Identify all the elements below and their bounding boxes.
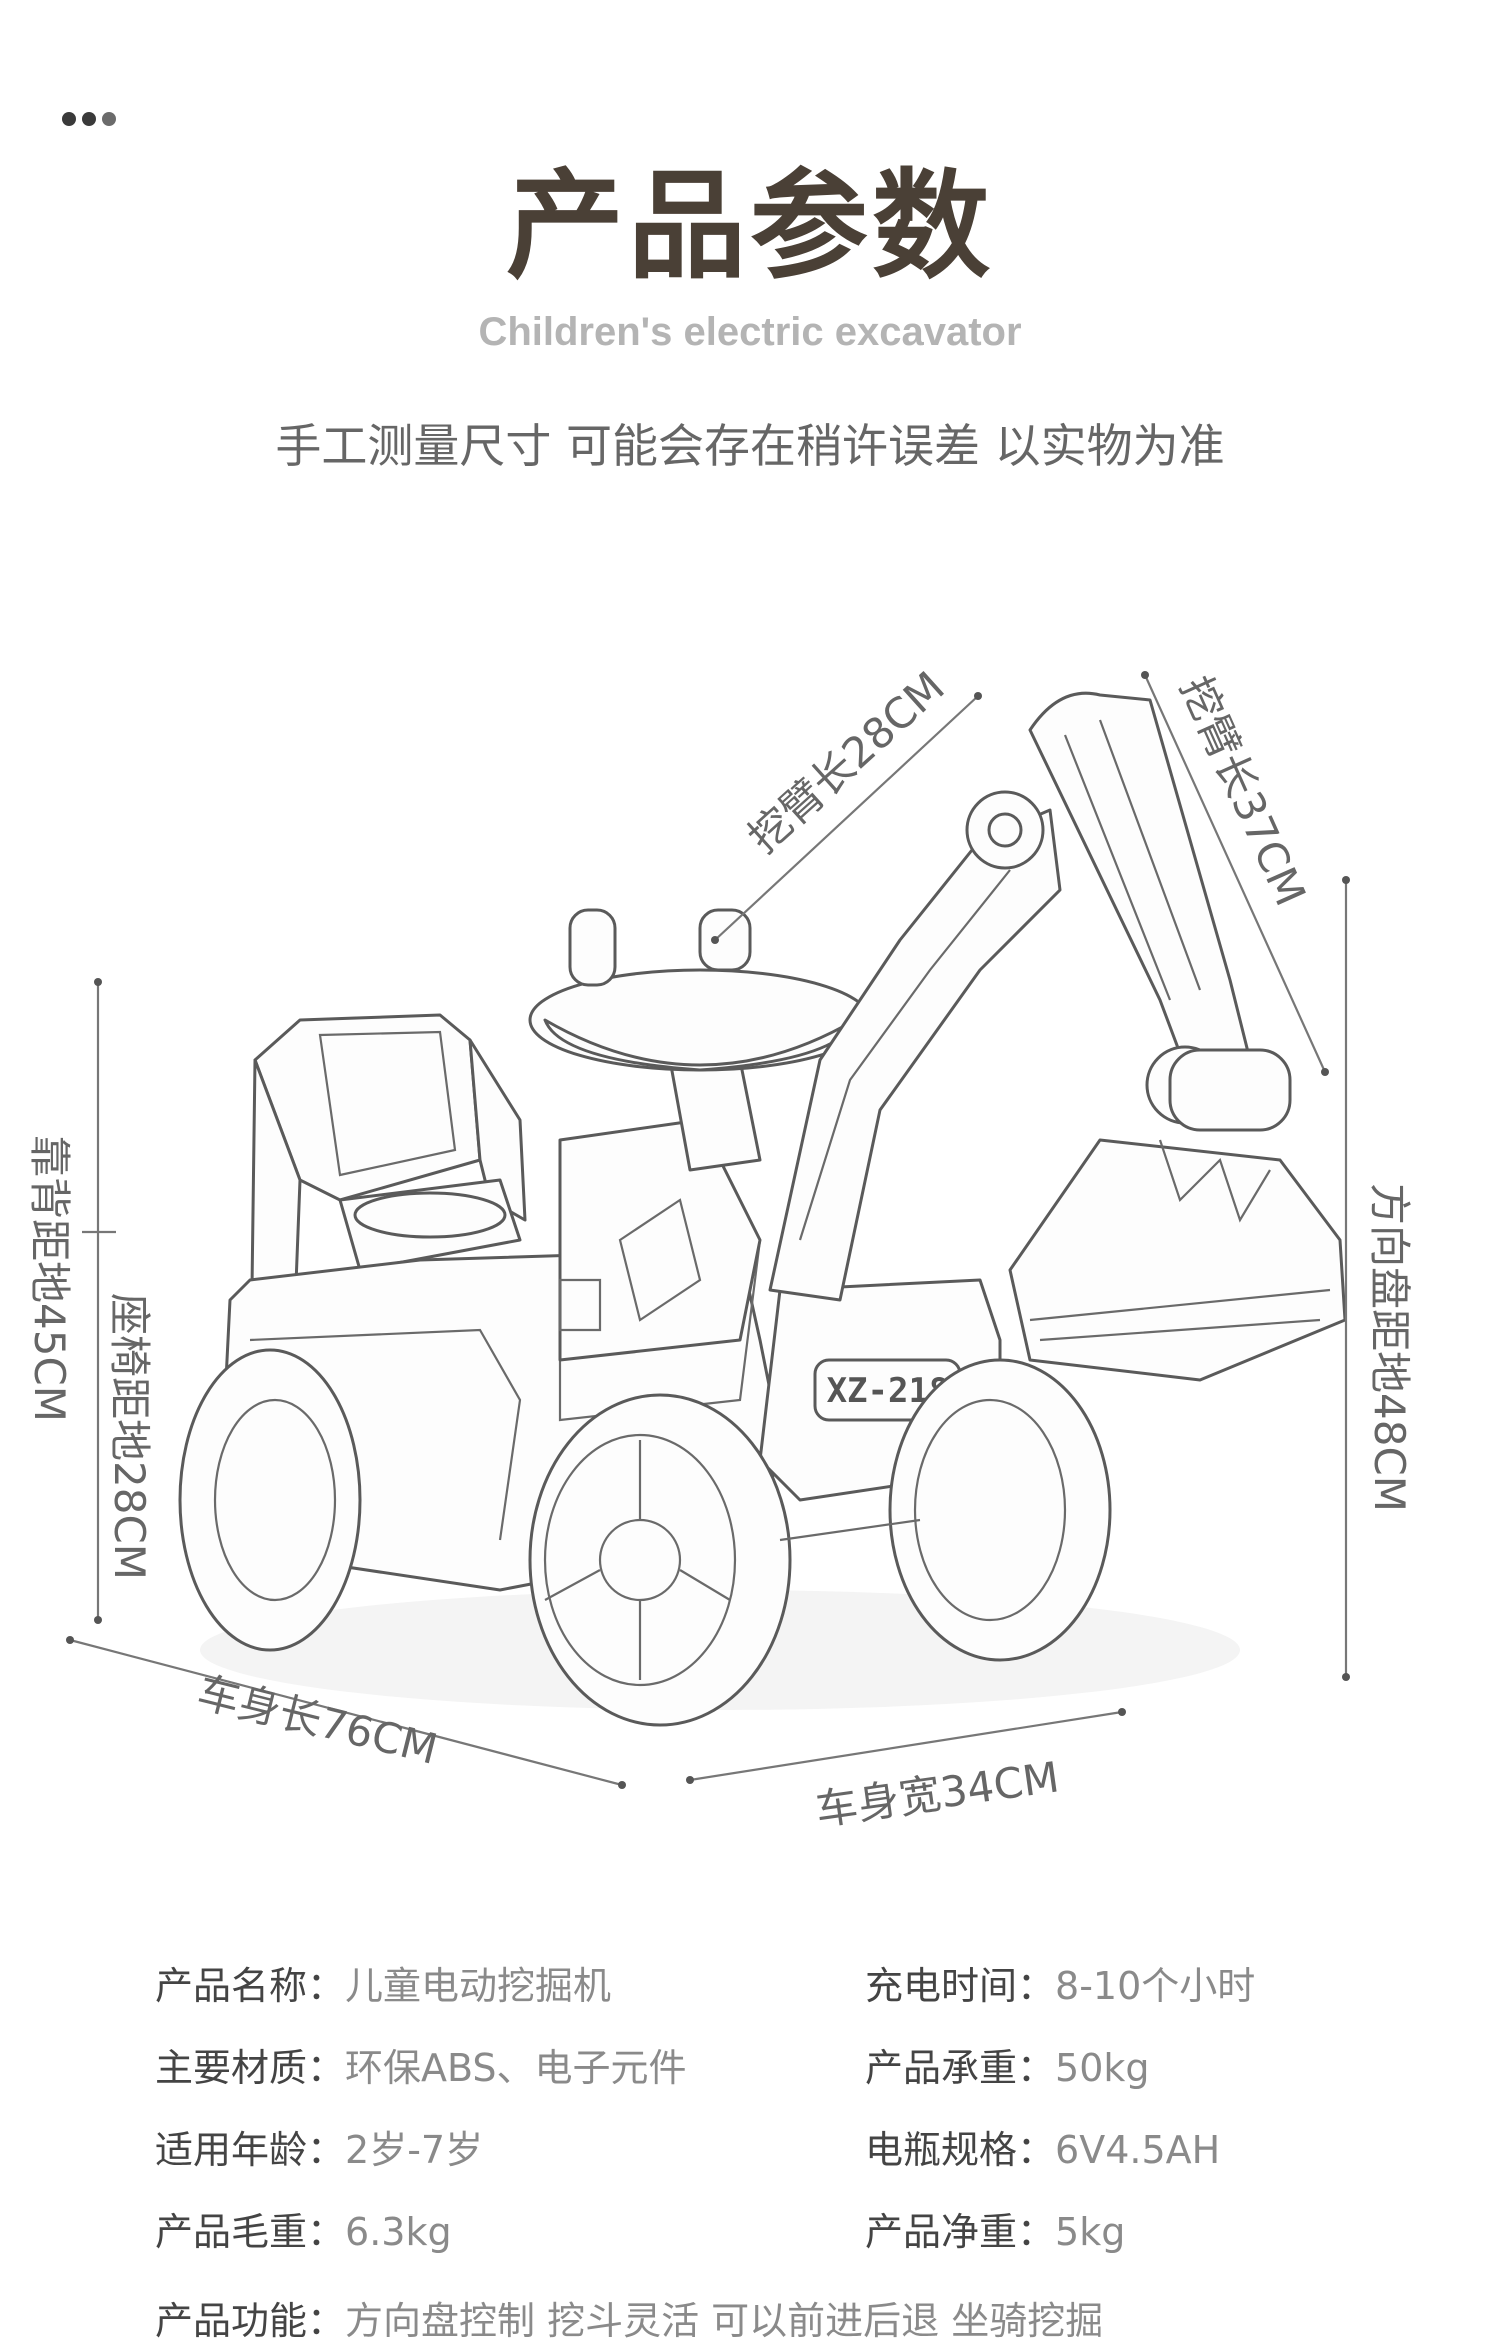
spec-item: 产品承重：50kg [865, 2042, 1405, 2094]
spec-key: 充电时间： [865, 1964, 1056, 2008]
spec-item: 产品名称：儿童电动挖掘机 [155, 1960, 865, 2012]
spec-key: 产品净重： [865, 2210, 1056, 2254]
measurement-notice: 手工测量尺寸 可能会存在稍许误差 以实物为准 [275, 419, 1225, 473]
spec-key: 产品名称： [155, 1964, 346, 2008]
spec-item: 产品净重：5kg [865, 2206, 1405, 2258]
dim-label-arm-28: 挖臂长28CM [739, 662, 954, 862]
spec-value: 方向盘控制 挖斗灵活 可以前进后退 坐骑挖掘 [345, 2299, 1104, 2343]
spec-table: 产品名称：儿童电动挖掘机 充电时间：8-10个小时 主要材质：环保ABS、电子元… [155, 1960, 1405, 2258]
spec-value: 5kg [1055, 2210, 1126, 2254]
spec-value: 环保ABS、电子元件 [345, 2046, 687, 2090]
spec-value: 6V4.5AH [1055, 2128, 1221, 2172]
spec-item: 充电时间：8-10个小时 [865, 1960, 1405, 2012]
spec-item: 电瓶规格：6V4.5AH [865, 2124, 1405, 2176]
spec-value: 6.3kg [345, 2210, 452, 2254]
english-subtitle: Children's electric excavator [478, 310, 1022, 354]
spec-key: 适用年龄： [155, 2128, 346, 2172]
spec-value: 儿童电动挖掘机 [345, 1964, 612, 2008]
spec-key: 产品毛重： [155, 2210, 346, 2254]
spec-key: 产品承重： [865, 2046, 1056, 2090]
dim-label-steering: 方向盘距地48CM [1365, 1183, 1414, 1512]
spec-item: 适用年龄：2岁-7岁 [155, 2124, 865, 2176]
spec-key: 电瓶规格： [865, 2128, 1056, 2172]
dim-label-seat: 座椅距地28CM [105, 1293, 154, 1580]
dim-label-backrest: 靠背距地45CM [25, 1135, 74, 1422]
dot [102, 112, 116, 126]
dot [62, 112, 76, 126]
spec-item: 主要材质：环保ABS、电子元件 [155, 2042, 865, 2094]
spec-value: 8-10个小时 [1055, 1964, 1256, 2008]
dot [82, 112, 96, 126]
spec-item-cutoff: 产品功能：方向盘控制 挖斗灵活 可以前进后退 坐骑挖掘 [155, 2290, 1103, 2345]
excavator-drawing: XZ-218 [178, 691, 1347, 1727]
dim-label-width: 车身宽34CM [813, 1752, 1062, 1835]
dimension-lines [66, 671, 1350, 1789]
spec-key: 主要材质： [155, 2046, 346, 2090]
spec-key: 产品功能： [155, 2299, 346, 2343]
spec-value: 50kg [1055, 2046, 1150, 2090]
page-title: 产品参数 [505, 157, 994, 295]
excavator-dimension-figure: XZ-218 [25, 662, 1414, 1835]
spec-value: 2岁-7岁 [345, 2128, 484, 2172]
spec-item: 产品毛重：6.3kg [155, 2206, 865, 2258]
more-options-icon[interactable] [62, 112, 116, 126]
